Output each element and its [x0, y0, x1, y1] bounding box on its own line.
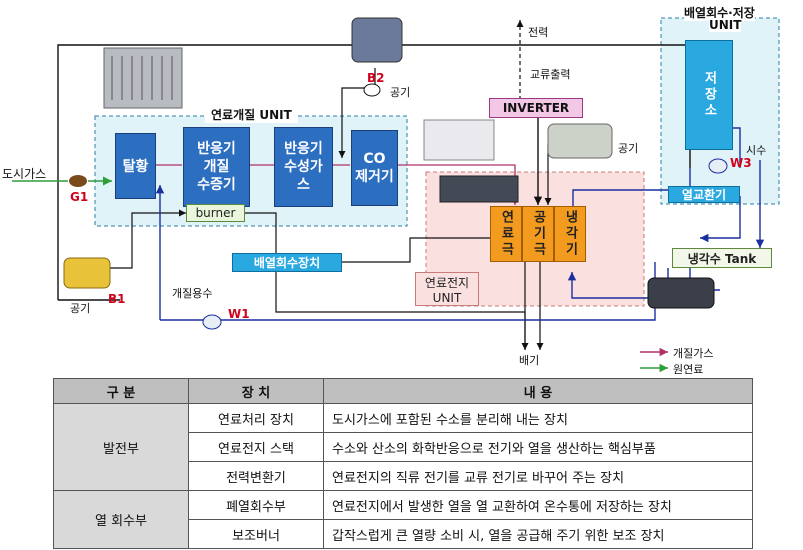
- desc-cell: 도시가스에 포함된 수소를 분리해 내는 장치: [323, 403, 753, 433]
- fuel-cell-system-diagram: 연료개질 UNIT 배열회수·저장 UNIT 연료전지 UNIT 탈황 반응기 …: [2, 4, 780, 376]
- shift-line3: 스: [297, 177, 310, 193]
- g1-label: G1: [70, 190, 89, 204]
- reformer-line3: 수증기: [197, 177, 236, 193]
- co-line2: 제거기: [355, 169, 394, 185]
- storage-tank-block: 저장소: [685, 40, 733, 150]
- air-electrode-block: 공기극: [522, 206, 554, 262]
- device-cell: 보조버너: [188, 519, 324, 549]
- header-content: 내 용: [323, 378, 753, 404]
- water-valve-icon: [708, 158, 728, 174]
- cooler-block: 냉각기: [554, 206, 586, 262]
- spec-table: 구 분 장 치 내 용 발전부 연료처리 장치 도시가스에 포함된 수소를 분리…: [53, 378, 753, 549]
- reformer-line1: 반응기: [197, 141, 236, 157]
- legend-reformed-gas: 개질가스: [673, 347, 714, 360]
- ac-output-label: 교류출력: [530, 68, 571, 81]
- air-electrode-label: 공기극: [530, 210, 546, 258]
- recovery-unit-label-2: UNIT: [709, 18, 742, 32]
- fuel-unit-label: 연료개질 UNIT: [205, 106, 298, 123]
- exhaust-label: 배기: [519, 354, 540, 367]
- header-category: 구 분: [53, 378, 189, 404]
- air-b1-label: 공기: [70, 302, 91, 315]
- desulfurizer-block: 탈황: [115, 133, 156, 199]
- stack-photo-icon: [439, 175, 519, 203]
- heat-recovery-device-block: 배열회수장치: [232, 253, 342, 272]
- fuel-electrode-block: 연료극: [490, 206, 522, 262]
- shift-line2: 수성가: [284, 159, 323, 175]
- reform-water-label: 개질용수: [172, 287, 213, 300]
- w1-label: W1: [228, 307, 250, 321]
- co-line1: CO: [363, 151, 386, 167]
- device-cell: 전력변환기: [188, 461, 324, 491]
- fuel-electrode-label: 연료극: [498, 210, 514, 258]
- reformer-photo-icon: [103, 47, 183, 109]
- header-device: 장 치: [188, 378, 324, 404]
- shift-reactor-block: 반응기 수성가 스: [274, 127, 333, 207]
- table-row: 보조버너 갑작스럽게 큰 열량 소비 시, 열을 공급해 주기 위한 보조 장치: [54, 519, 753, 549]
- group-cell: 발전부: [53, 403, 189, 491]
- table-row: 전력변환기 연료전지의 직류 전기를 교류 전기로 바꾸어 주는 장치: [54, 461, 753, 491]
- blower-b2-icon: [351, 17, 403, 63]
- city-water-label: 시수: [746, 144, 767, 157]
- co-remover-block: CO 제거기: [351, 130, 398, 206]
- air-b2-label: 공기: [390, 86, 411, 99]
- device-cell: 연료처리 장치: [188, 403, 324, 433]
- table-row: 연료전지 스택 수소와 산소의 화학반응으로 전기와 열을 생산하는 핵심부품: [54, 432, 753, 462]
- table-header-row: 구 분 장 치 내 용: [53, 378, 753, 404]
- reformer-line2: 개질: [203, 159, 230, 175]
- inverter-photo-icon: [423, 119, 495, 161]
- desc-cell: 연료전지에서 발생한 열을 열 교환하여 온수통에 저장하는 장치: [323, 490, 753, 520]
- table-row: 발전부 연료처리 장치 도시가스에 포함된 수소를 분리해 내는 장치: [53, 403, 753, 491]
- table-row: 열 회수부 폐열회수부 연료전지에서 발생한 열을 열 교환하여 온수통에 저장…: [53, 490, 753, 549]
- fuel-cell-unit-line1: 연료전지: [424, 275, 470, 290]
- w3-label: W3: [730, 156, 752, 170]
- b2-label: B2: [367, 71, 385, 85]
- air-top-label: 공기: [618, 142, 639, 155]
- air-filter-icon: [363, 83, 381, 97]
- burner-block: burner: [186, 204, 245, 222]
- gas-valve-icon: [69, 175, 87, 187]
- fuel-cell-unit-label: 연료전지 UNIT: [415, 272, 479, 306]
- heat-exchanger-block: 열교환기: [668, 186, 740, 203]
- desc-cell: 수소와 산소의 화학반응으로 전기와 열을 생산하는 핵심부품: [323, 432, 753, 462]
- desc-cell: 연료전지의 직류 전기를 교류 전기로 바꾸어 주는 장치: [323, 461, 753, 491]
- recovery-unit-label-1: 배열회수·저장: [684, 4, 755, 21]
- device-cell: 연료전지 스택: [188, 432, 324, 462]
- water-pump-icon: [202, 314, 222, 330]
- desc-cell: 갑작스럽게 큰 열량 소비 시, 열을 공급해 주기 위한 보조 장치: [323, 519, 753, 549]
- air-pump-icon: [547, 123, 613, 159]
- city-gas-label: 도시가스: [2, 167, 47, 181]
- fuel-cell-unit-line2: UNIT: [432, 290, 462, 305]
- power-label: 전력: [528, 26, 549, 39]
- reformer-block: 반응기 개질 수증기: [183, 127, 250, 207]
- cooler-label: 냉각기: [562, 210, 578, 258]
- inverter-block: INVERTER: [489, 98, 583, 118]
- device-cell: 폐열회수부: [188, 490, 324, 520]
- cooling-tank-block: 냉각수 Tank: [672, 248, 772, 268]
- water-pump-w2-icon: [647, 277, 715, 309]
- storage-label: 저장소: [701, 71, 717, 119]
- blower-b1-icon: [63, 257, 111, 289]
- group-cell: 열 회수부: [53, 490, 189, 549]
- legend-raw-fuel: 원연료: [673, 363, 704, 376]
- b1-label: B1: [108, 292, 126, 306]
- shift-line1: 반응기: [284, 141, 323, 157]
